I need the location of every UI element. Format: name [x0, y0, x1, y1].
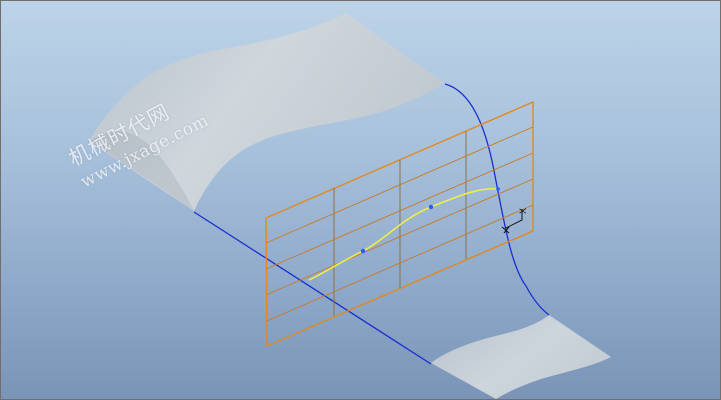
datum-plane-border[interactable]: [265, 100, 534, 348]
trajectory-line[interactable]: [193, 211, 432, 365]
upper-surface-shading: [89, 131, 194, 211]
spline-curve[interactable]: [308, 188, 499, 281]
sketch-plane[interactable]: [265, 100, 534, 348]
lower-surface[interactable]: [431, 315, 611, 399]
coordinate-marker: [501, 209, 523, 234]
spline-point[interactable]: [496, 187, 500, 191]
trajectory-curve[interactable]: [444, 83, 550, 316]
upper-surface[interactable]: [89, 13, 444, 211]
spline-point[interactable]: [428, 204, 434, 210]
spline-point[interactable]: [360, 248, 366, 254]
coordinate-label: X: [518, 208, 528, 214]
sketch-grid-horizontal: [265, 126, 534, 322]
